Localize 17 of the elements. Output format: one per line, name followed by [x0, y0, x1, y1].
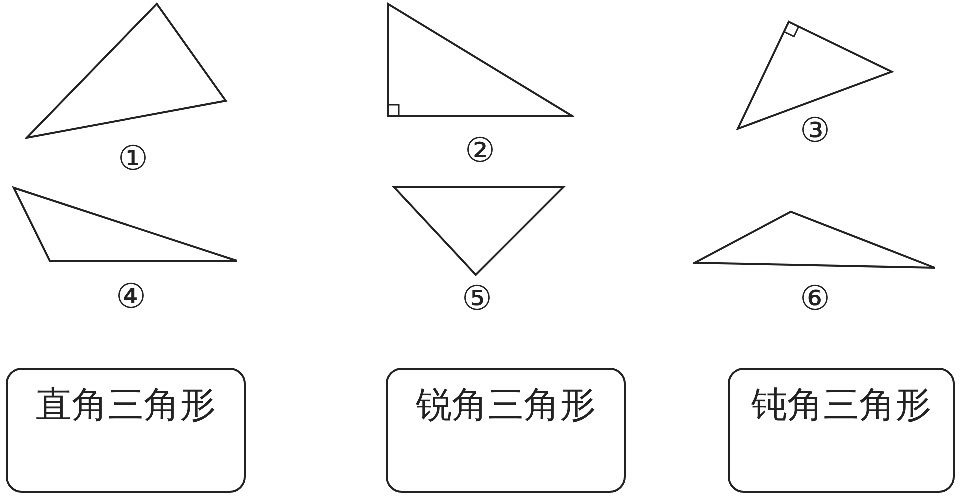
category-label: 锐角三角形 [415, 384, 597, 428]
triangle [12, 186, 239, 263]
shape-number: ④ [116, 280, 146, 314]
shape-number: ⑤ [462, 282, 492, 316]
triangle [693, 210, 937, 270]
category-box [728, 368, 955, 493]
shape-number: ③ [800, 114, 830, 148]
category-box [6, 368, 246, 493]
category-label: 钝角三角形 [750, 384, 932, 428]
triangle [25, 2, 228, 140]
triangle [392, 185, 566, 277]
shape-number: ① [118, 142, 148, 176]
category-box [386, 368, 626, 493]
category-label: 直角三角形 [35, 384, 217, 428]
shape-number: ⑥ [800, 282, 830, 316]
right-triangle [386, 2, 574, 118]
shape-number: ② [465, 134, 496, 168]
